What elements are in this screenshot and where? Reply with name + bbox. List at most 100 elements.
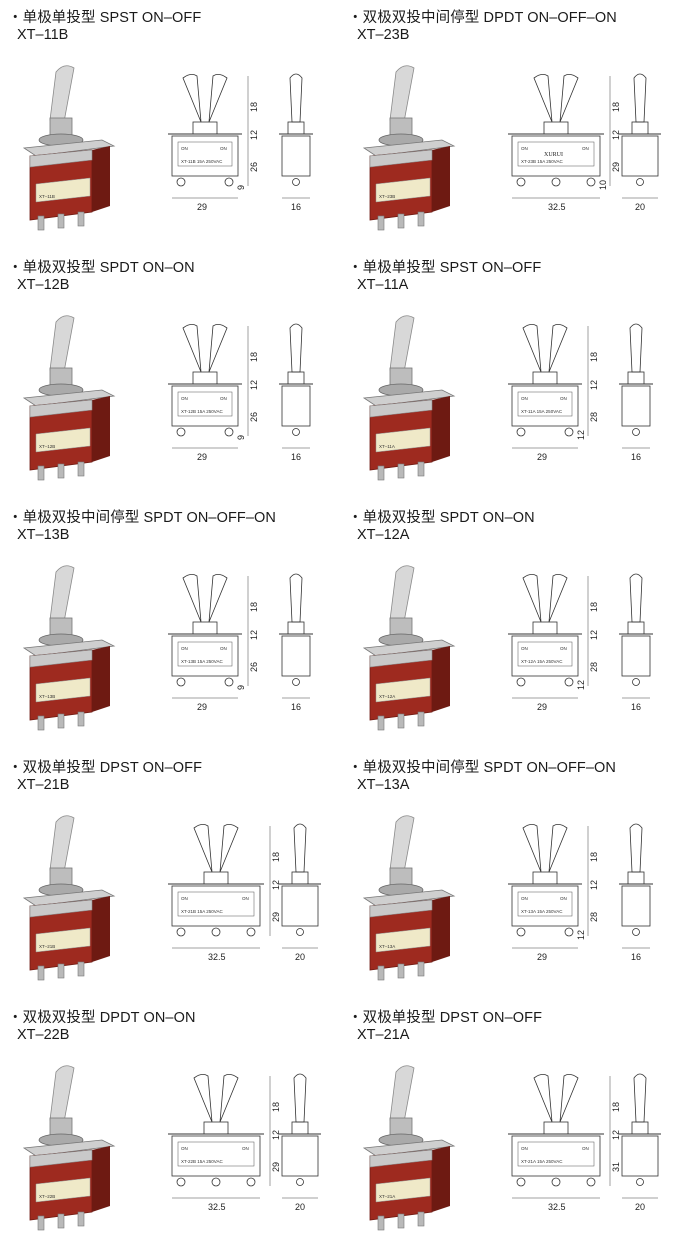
terminal-screw [586, 177, 596, 187]
switch-body-side [92, 646, 110, 712]
body-label [375, 177, 431, 203]
body-label [375, 1177, 431, 1203]
terminal [37, 1215, 45, 1231]
terminal [377, 215, 385, 231]
switch-body-side [92, 146, 110, 212]
bushing-side-outline [627, 371, 645, 385]
front-label-text: XT-21A 15A 250VAC [521, 1159, 563, 1164]
switch-photo: XT–12A [362, 565, 456, 731]
side-view-drawing: 20 [619, 1073, 661, 1212]
product-model: XT–11B [17, 27, 69, 43]
terminal-side-screw [636, 1178, 644, 1186]
on-mark: ON [181, 646, 188, 651]
lever [49, 1065, 75, 1123]
body-label [35, 927, 91, 953]
switch-body-side [432, 396, 450, 462]
dim-height-lever: 18 [589, 602, 599, 612]
on-mark-right: ON [220, 396, 227, 401]
terminal [397, 463, 405, 479]
terminal-screw [224, 427, 234, 437]
body-label-text: XT–12A [379, 694, 395, 699]
frame-band [369, 149, 433, 168]
on-mark-right: ON [242, 896, 249, 901]
dim-height-bushing: 12 [249, 130, 259, 140]
terminal-side-screw [632, 928, 640, 936]
side-view-drawing: 16 [279, 73, 313, 212]
terminal-side-screw [632, 428, 640, 436]
dim-height-body: 26 [249, 412, 259, 422]
body-outline [511, 635, 579, 677]
bushing-outline [532, 371, 558, 385]
terminal-side-screw [636, 178, 644, 186]
body-label-text: XT–13B [39, 694, 55, 699]
lever-outline-right [559, 1074, 579, 1123]
on-mark-right: ON [560, 646, 567, 651]
on-mark: ON [181, 896, 188, 901]
switch-photo: XT–13A [362, 815, 456, 981]
body-label-text: XT–11A [379, 444, 395, 449]
label-outline [517, 1141, 595, 1167]
dim-height-lever: 18 [249, 102, 259, 112]
terminal-screw [586, 1177, 596, 1187]
body-outline [511, 1135, 601, 1177]
dim-width: 29 [197, 452, 207, 462]
label-outline [177, 391, 233, 417]
bushing-side-outline [287, 621, 305, 635]
terminal-screw [564, 677, 574, 687]
mount-plate [22, 1139, 116, 1157]
terminal [397, 213, 405, 229]
body-side-outline [621, 135, 659, 177]
body-label [375, 927, 431, 953]
product-title: ・单极单投型 SPST ON–OFF [8, 10, 202, 26]
switch-photo: XT–11B [22, 65, 116, 231]
side-view-drawing: 20 [279, 823, 321, 962]
dim-terminal: 12 [576, 930, 586, 940]
terminal [57, 713, 65, 729]
mount-plate [362, 1139, 456, 1157]
bushing-side-outline [291, 1121, 309, 1135]
dim-height-bushing: 12 [589, 630, 599, 640]
switch-photo: XT–21A [362, 1065, 456, 1231]
side-view-drawing: 20 [279, 1073, 321, 1212]
body-label [35, 1177, 91, 1203]
body-side-outline [621, 1135, 659, 1177]
lever-outline-right [208, 574, 228, 623]
terminal [377, 1215, 385, 1231]
dim-width: 32.5 [548, 202, 566, 212]
product-title: ・双极双投型 DPDT ON–ON [8, 1010, 196, 1026]
dim-height-bushing: 12 [249, 380, 259, 390]
dim-height-lever: 18 [611, 102, 621, 112]
terminal-screw [516, 177, 526, 187]
side-view-drawing: 16 [619, 323, 653, 462]
dim-terminal: 12 [576, 680, 586, 690]
lever [49, 815, 75, 873]
lever-side-outline [289, 323, 303, 373]
lever-side-outline [633, 73, 647, 123]
terminal-screw [564, 427, 574, 437]
front-label-text: XT-11A 15A 250VAC [521, 409, 563, 414]
terminal [77, 211, 85, 227]
dim-side-width: 16 [631, 952, 641, 962]
lever-outline-right [548, 574, 568, 623]
dim-width: 32.5 [548, 1202, 566, 1212]
on-mark-right: ON [560, 896, 567, 901]
product-model: XT–13A [357, 777, 410, 793]
lever-side-outline [629, 323, 643, 373]
mount-plate [362, 639, 456, 657]
dim-side-width: 16 [291, 202, 301, 212]
dim-height-bushing: 12 [611, 1130, 621, 1140]
